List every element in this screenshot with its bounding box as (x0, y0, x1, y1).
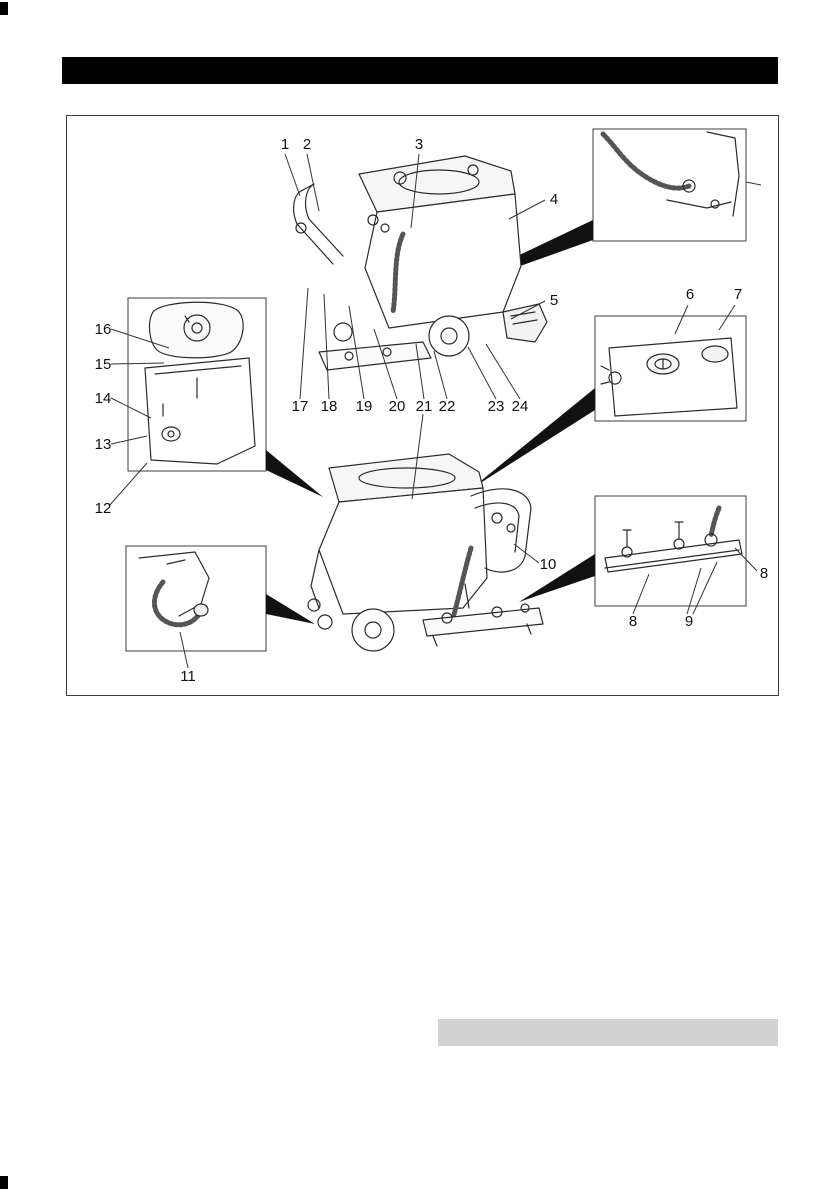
callout-labels: 1 2 3 4 5 6 7 8 8 9 10 11 12 13 14 15 16… (95, 136, 769, 685)
callout-20: 20 (389, 398, 406, 415)
callout-17: 17 (292, 398, 309, 415)
wedge-arrow-tank-caps (471, 388, 595, 489)
callout-8-right: 8 (760, 565, 768, 582)
callout-18: 18 (321, 398, 338, 415)
inset-box-drain-hose (125, 545, 267, 652)
device-overview-figure: 1 2 3 4 5 6 7 8 8 9 10 11 12 13 14 15 16… (66, 115, 779, 696)
inset-drain-hose-drawing (138, 551, 210, 628)
callout-8-bottom: 8 (629, 613, 637, 630)
section-header-bar (62, 57, 778, 84)
callout-1: 1 (281, 136, 289, 153)
inset-tank-open-drawing (144, 301, 256, 465)
callout-13: 13 (95, 436, 112, 453)
wedge-arrow-squeegee-clamps (519, 554, 595, 602)
machine-front-view-drawing (293, 155, 548, 371)
callout-7: 7 (734, 286, 742, 303)
callout-4: 4 (550, 191, 558, 208)
callout-11: 11 (180, 668, 196, 685)
footer-placeholder-bar (438, 1019, 778, 1046)
callout-24: 24 (512, 398, 529, 415)
callout-9: 9 (685, 613, 693, 630)
wedge-arrow-tank-open (266, 450, 323, 497)
print-registration-mark-top (0, 2, 8, 15)
callout-leader-lines (108, 153, 762, 669)
callout-21: 21 (416, 398, 433, 415)
callout-15: 15 (95, 356, 112, 373)
device-overview-drawing: 1 2 3 4 5 6 7 8 8 9 10 11 12 13 14 15 16… (95, 128, 769, 685)
inset-hose-routing-drawing (600, 131, 740, 217)
machine-rear-view-drawing (307, 453, 544, 652)
callout-12: 12 (95, 500, 112, 517)
callout-10: 10 (540, 556, 557, 573)
wedge-arrow-drain-hose (266, 594, 315, 624)
callout-16: 16 (95, 321, 112, 338)
callout-22: 22 (439, 398, 456, 415)
callout-19: 19 (356, 398, 373, 415)
inset-squeegee-clamps-drawing (604, 505, 743, 573)
callout-5: 5 (550, 292, 558, 309)
callout-14: 14 (95, 390, 112, 407)
print-registration-mark-bottom (0, 1176, 8, 1189)
callout-2: 2 (303, 136, 311, 153)
callout-23: 23 (488, 398, 505, 415)
callout-3: 3 (415, 136, 423, 153)
callout-6: 6 (686, 286, 694, 303)
inset-tank-caps-drawing (600, 337, 738, 417)
